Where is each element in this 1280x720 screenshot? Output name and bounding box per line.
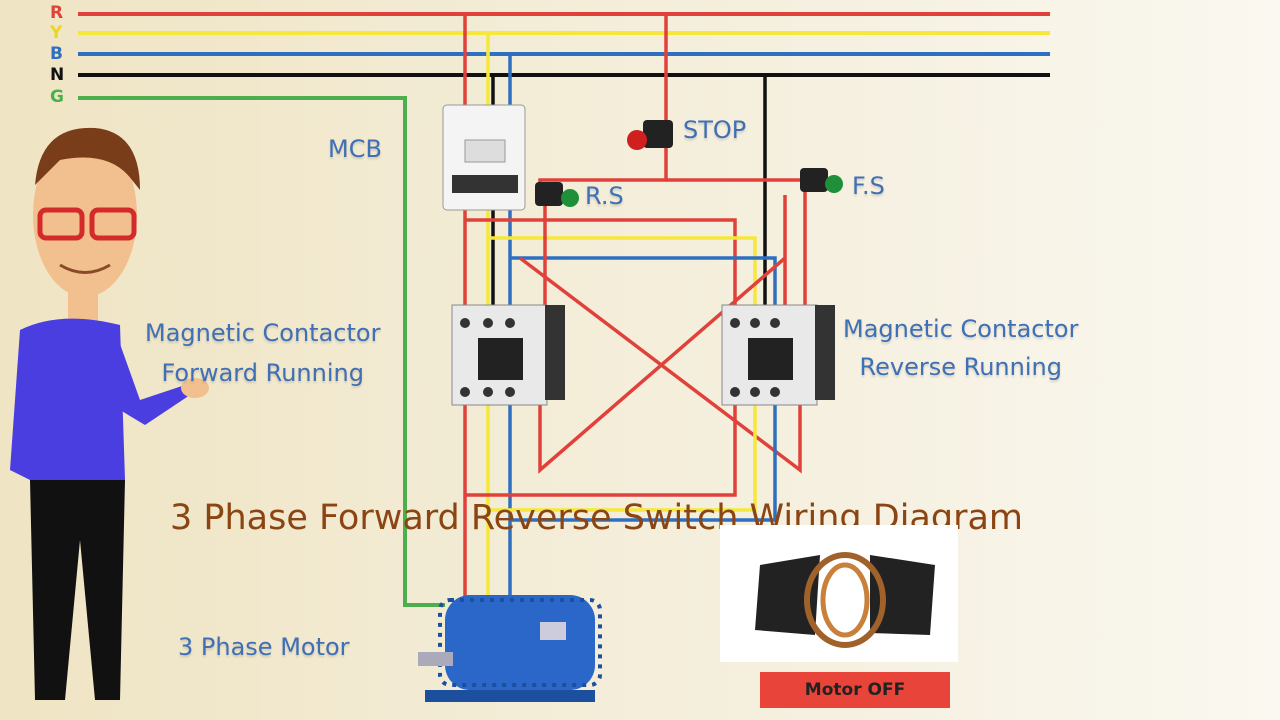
person-illustration: [10, 127, 209, 700]
phase-label-b: B: [50, 44, 63, 64]
mcb-breaker: [442, 104, 526, 211]
forward-line2: Forward Running: [161, 359, 364, 387]
reverse-start-button-icon[interactable]: [535, 182, 579, 207]
reverse-contactor-label: Magnetic Contactor Reverse Running: [843, 310, 1078, 386]
stop-label: STOP: [683, 116, 747, 144]
motor-coil-icon: [755, 552, 935, 648]
forward-start-button-icon[interactable]: [800, 168, 843, 193]
contactor-reverse: [721, 304, 835, 406]
stop-button-icon[interactable]: [627, 120, 673, 150]
reverse-line1: Magnetic Contactor: [843, 315, 1079, 343]
forward-contactor-label: Magnetic Contactor Forward Running: [145, 313, 380, 393]
motor-image: [418, 595, 602, 702]
phase-label-y: Y: [50, 23, 63, 43]
phase-label-n: N: [50, 65, 65, 85]
rs-label: R.S: [585, 182, 624, 210]
mcb-label: MCB: [328, 135, 382, 163]
motor-animation-image: [720, 525, 958, 662]
contactor-forward: [451, 304, 565, 406]
bus-lines: [78, 12, 1050, 607]
fs-label: F.S: [852, 172, 885, 200]
motor-status-badge: Motor OFF: [760, 672, 950, 708]
phase-label-r: R: [50, 3, 64, 23]
motor-label: 3 Phase Motor: [178, 633, 350, 661]
forward-line1: Magnetic Contactor: [145, 319, 381, 347]
phase-label-g: G: [50, 87, 64, 107]
reverse-line2: Reverse Running: [859, 353, 1062, 381]
